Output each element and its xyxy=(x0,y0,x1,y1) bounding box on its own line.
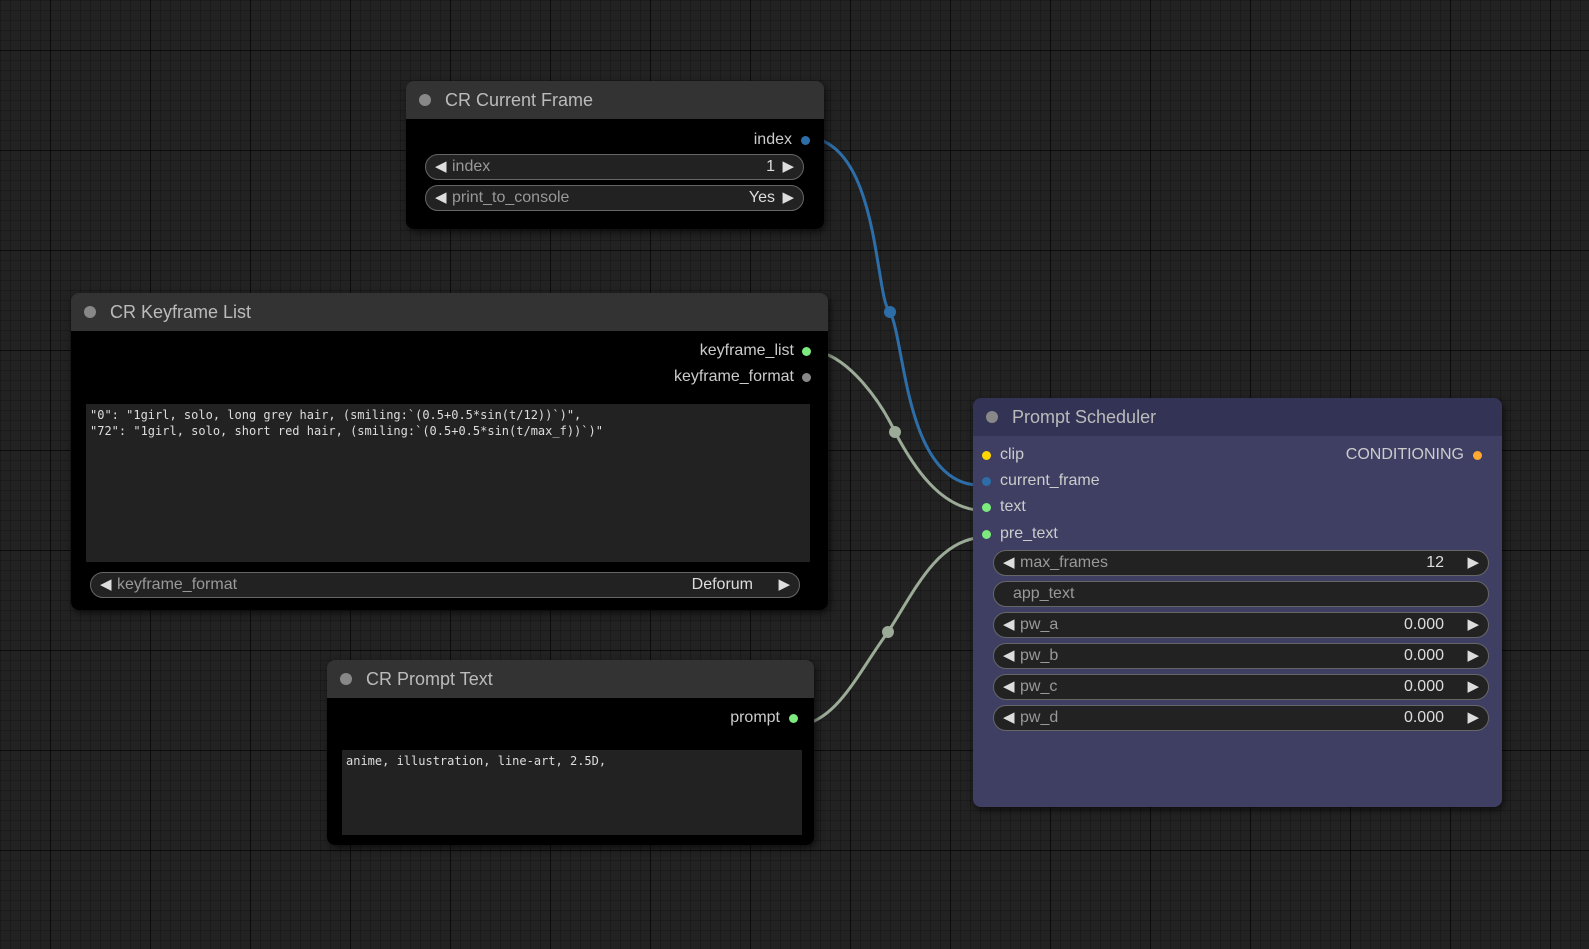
node-title: CR Current Frame xyxy=(445,90,594,110)
output-label: CONDITIONING xyxy=(1345,446,1464,463)
node-title-bar[interactable]: CR Keyframe List xyxy=(71,293,828,331)
decrement-arrow-icon[interactable]: ◀ xyxy=(1003,616,1015,633)
increment-arrow-icon[interactable]: ▶ xyxy=(1467,554,1479,571)
increment-arrow-icon[interactable]: ▶ xyxy=(782,189,794,206)
link-index-to-current-frame[interactable] xyxy=(812,136,977,487)
decrement-arrow-icon[interactable]: ◀ xyxy=(1003,678,1015,695)
node-title-bar[interactable]: CR Prompt Text xyxy=(327,660,814,698)
pw-c-widget[interactable]: ◀ pw_c 0.000 ▶ xyxy=(993,674,1489,700)
input-slot-clip[interactable]: clip xyxy=(1000,444,1024,466)
collapse-dot-icon[interactable] xyxy=(986,411,998,423)
collapse-dot-icon[interactable] xyxy=(84,306,96,318)
input-slot-pre-text[interactable]: pre_text xyxy=(1000,523,1058,545)
app-text-widget[interactable]: app_text xyxy=(993,581,1489,607)
link-keyframe-list-to-text[interactable] xyxy=(819,350,977,512)
increment-arrow-icon[interactable]: ▶ xyxy=(778,576,790,593)
output-slot-conditioning[interactable]: CONDITIONING xyxy=(1264,444,1464,466)
output-slot-index[interactable]: index xyxy=(592,129,792,151)
decrement-arrow-icon[interactable]: ◀ xyxy=(1003,554,1015,571)
input-label: current_frame xyxy=(1000,472,1100,489)
pw-d-widget[interactable]: ◀ pw_d 0.000 ▶ xyxy=(993,705,1489,731)
widget-value[interactable]: Yes xyxy=(748,189,775,206)
node-cr-current-frame[interactable]: CR Current Frame index ◀ index 1 ▶ ◀ pri… xyxy=(406,81,824,229)
input-label: text xyxy=(1000,498,1026,515)
widget-label: index xyxy=(452,158,491,175)
decrement-arrow-icon[interactable]: ◀ xyxy=(435,189,447,206)
input-dot-icon[interactable] xyxy=(982,451,991,460)
output-dot-icon[interactable] xyxy=(802,373,811,382)
print-to-console-widget[interactable]: ◀ print_to_console Yes ▶ xyxy=(425,185,804,211)
node-title: CR Keyframe List xyxy=(110,302,252,322)
decrement-arrow-icon[interactable]: ◀ xyxy=(1003,709,1015,726)
input-label: clip xyxy=(1000,446,1025,463)
increment-arrow-icon[interactable]: ▶ xyxy=(1467,709,1479,726)
widget-label: pw_d xyxy=(1020,709,1059,726)
widget-label: pw_b xyxy=(1020,647,1059,664)
decrement-arrow-icon[interactable]: ◀ xyxy=(1003,647,1015,664)
widget-label: app_text xyxy=(1013,585,1075,602)
pw-a-widget[interactable]: ◀ pw_a 0.000 ▶ xyxy=(993,612,1489,638)
widget-value[interactable]: 0.000 xyxy=(1403,647,1444,664)
widget-value[interactable]: Deforum xyxy=(691,576,753,593)
node-cr-prompt-text[interactable]: CR Prompt Text prompt anime, illustratio… xyxy=(327,660,814,845)
node-prompt-scheduler[interactable]: Prompt Scheduler clip CONDITIONING curre… xyxy=(973,398,1502,807)
node-title-bar[interactable]: Prompt Scheduler xyxy=(973,398,1502,436)
input-dot-icon[interactable] xyxy=(982,477,991,486)
widget-value[interactable]: 1 xyxy=(766,158,775,175)
widget-label: pw_a xyxy=(1020,616,1059,633)
input-dot-icon[interactable] xyxy=(982,503,991,512)
collapse-dot-icon[interactable] xyxy=(340,673,352,685)
keyframe-format-widget[interactable]: ◀ keyframe_format Deforum ▶ xyxy=(90,572,800,598)
decrement-arrow-icon[interactable]: ◀ xyxy=(435,158,447,175)
widget-value[interactable]: 0.000 xyxy=(1403,678,1444,695)
node-body: clip CONDITIONING current_frame text pre… xyxy=(973,436,1502,807)
increment-arrow-icon[interactable]: ▶ xyxy=(782,158,794,175)
collapse-dot-icon[interactable] xyxy=(419,94,431,106)
node-title: CR Prompt Text xyxy=(366,669,493,689)
output-dot-icon[interactable] xyxy=(1473,451,1482,460)
output-label: prompt xyxy=(730,709,780,726)
increment-arrow-icon[interactable]: ▶ xyxy=(1467,678,1479,695)
output-label: keyframe_list xyxy=(699,342,794,359)
widget-label: pw_c xyxy=(1020,678,1058,695)
input-slot-text[interactable]: text xyxy=(1000,496,1026,518)
widget-label: keyframe_format xyxy=(117,576,238,593)
link-midpoint-index[interactable] xyxy=(884,306,896,318)
link-prompt-to-pre-text[interactable] xyxy=(805,536,977,726)
output-slot-keyframe-format[interactable]: keyframe_format xyxy=(494,366,794,388)
link-midpoint-keyframe[interactable] xyxy=(889,426,901,438)
output-dot-icon[interactable] xyxy=(802,347,811,356)
decrement-arrow-icon[interactable]: ◀ xyxy=(100,576,112,593)
link-midpoint-prompt[interactable] xyxy=(882,626,894,638)
input-slot-current-frame[interactable]: current_frame xyxy=(1000,470,1100,492)
max-frames-widget[interactable]: ◀ max_frames 12 ▶ xyxy=(993,550,1489,576)
pw-b-widget[interactable]: ◀ pw_b 0.000 ▶ xyxy=(993,643,1489,669)
node-title: Prompt Scheduler xyxy=(1012,407,1157,427)
node-body: keyframe_list keyframe_format "0": "1gir… xyxy=(71,331,828,610)
widget-label: print_to_console xyxy=(452,189,570,206)
input-label: pre_text xyxy=(1000,525,1058,542)
output-dot-icon[interactable] xyxy=(801,136,810,145)
increment-arrow-icon[interactable]: ▶ xyxy=(1467,616,1479,633)
node-body: prompt anime, illustration, line-art, 2.… xyxy=(327,698,814,845)
index-widget[interactable]: ◀ index 1 ▶ xyxy=(425,154,804,180)
node-title-bar[interactable]: CR Current Frame xyxy=(406,81,824,119)
input-dot-icon[interactable] xyxy=(982,530,991,539)
increment-arrow-icon[interactable]: ▶ xyxy=(1467,647,1479,664)
output-slot-keyframe-list[interactable]: keyframe_list xyxy=(494,340,794,362)
widget-label: max_frames xyxy=(1020,554,1109,571)
output-dot-icon[interactable] xyxy=(789,714,798,723)
widget-value[interactable]: 12 xyxy=(1426,554,1444,571)
widget-value[interactable]: 0.000 xyxy=(1403,616,1444,633)
prompt-textarea[interactable]: anime, illustration, line-art, 2.5D, xyxy=(342,750,802,835)
keyframe-list-textarea[interactable]: "0": "1girl, solo, long grey hair, (smil… xyxy=(86,404,810,562)
output-label: keyframe_format xyxy=(673,368,794,385)
widget-value[interactable]: 0.000 xyxy=(1403,709,1444,726)
output-slot-prompt[interactable]: prompt xyxy=(580,707,780,729)
node-cr-keyframe-list[interactable]: CR Keyframe List keyframe_list keyframe_… xyxy=(71,293,828,610)
node-body: index ◀ index 1 ▶ ◀ print_to_console Yes… xyxy=(406,119,824,229)
output-label: index xyxy=(753,131,792,148)
